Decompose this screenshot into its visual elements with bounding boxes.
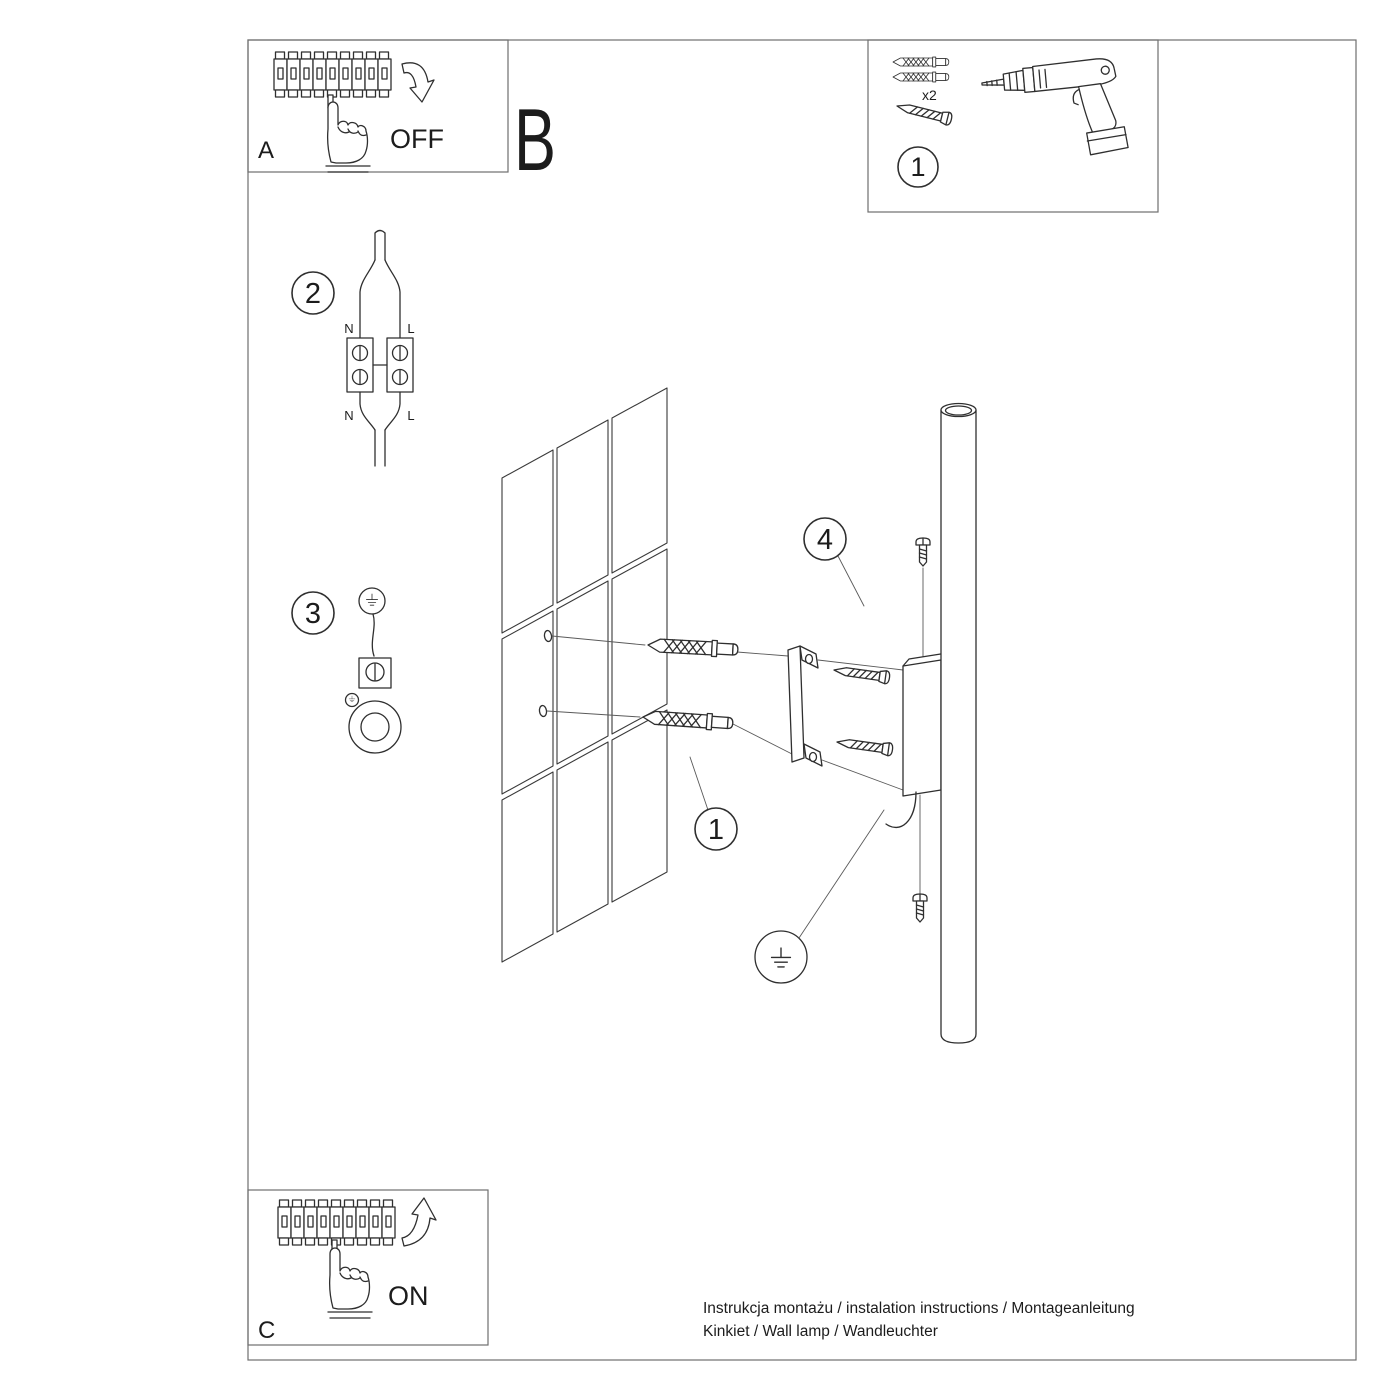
on-label: ON bbox=[388, 1281, 429, 1311]
step3-number: 3 bbox=[305, 598, 321, 630]
section-b-letter: B bbox=[514, 90, 556, 189]
wire-n-top bbox=[359, 259, 376, 339]
breaker-panel-icon bbox=[277, 1199, 396, 1252]
lamp-tube-icon bbox=[940, 402, 977, 1044]
main-mounting-diagram: 4 1 bbox=[501, 387, 977, 1044]
wall-plug-icon bbox=[892, 56, 950, 68]
step-circle bbox=[803, 517, 847, 561]
step-circle bbox=[291, 271, 335, 315]
earth-symbol-icon bbox=[358, 587, 386, 615]
screw-icon bbox=[894, 99, 954, 127]
wall-hole bbox=[538, 704, 548, 718]
leader-line bbox=[689, 756, 709, 811]
step1-number: 1 bbox=[708, 814, 724, 846]
guide-line bbox=[551, 635, 646, 646]
hand-icon bbox=[327, 1247, 373, 1319]
step4-number: 4 bbox=[817, 524, 833, 556]
guide-line bbox=[798, 809, 885, 939]
step3-earthing: 3 bbox=[291, 587, 402, 754]
screw-icon bbox=[832, 662, 892, 685]
cable-top bbox=[374, 229, 386, 261]
guide-line bbox=[732, 723, 793, 755]
hand-icon bbox=[325, 101, 371, 173]
wall-tiles bbox=[501, 387, 668, 963]
screw-icon bbox=[915, 537, 931, 567]
step-circle bbox=[291, 591, 335, 635]
step-circle bbox=[694, 807, 738, 851]
wire-n-bottom bbox=[359, 391, 376, 431]
screw-icon bbox=[912, 893, 928, 923]
terminal-block-icon bbox=[346, 337, 414, 393]
wall-plug-icon bbox=[892, 71, 950, 83]
step-circle bbox=[897, 146, 939, 188]
drill-icon bbox=[981, 58, 1129, 156]
guide-line bbox=[546, 710, 641, 718]
cable-bottom bbox=[374, 429, 386, 467]
arrow-down-icon bbox=[401, 62, 435, 103]
earth-wire bbox=[371, 613, 375, 657]
tools-box: x2 1 bbox=[867, 39, 1159, 213]
panel-a-letter: A bbox=[258, 137, 274, 164]
step2-wiring: 2 N L N L bbox=[291, 229, 415, 467]
guide-line bbox=[821, 759, 904, 791]
wire-label-l-top: L bbox=[407, 321, 414, 336]
wire-l-bottom bbox=[384, 391, 401, 431]
footer-line1: Instrukcja montażu / instalation instruc… bbox=[703, 1300, 1135, 1317]
panel-c: ON C bbox=[247, 1189, 489, 1346]
lamp-earth-wire bbox=[885, 791, 917, 829]
tools-step-number: 1 bbox=[910, 152, 925, 182]
page-frame bbox=[247, 39, 1357, 1361]
screw-icon bbox=[835, 734, 895, 757]
breaker-panel-icon bbox=[273, 51, 392, 109]
wire-label-n-bottom: N bbox=[344, 408, 353, 423]
wire-l-top bbox=[384, 259, 401, 339]
panel-a: OFF A bbox=[247, 39, 509, 173]
footer-line2: Kinkiet / Wall lamp / Wandleuchter bbox=[703, 1323, 938, 1340]
wall-hole bbox=[543, 629, 553, 643]
footer: Instrukcja montażu / instalation instruc… bbox=[703, 1300, 1135, 1340]
wire-label-l-bottom: L bbox=[407, 408, 414, 423]
arrow-up-icon bbox=[401, 1197, 437, 1247]
panel-c-letter: C bbox=[258, 1317, 275, 1344]
off-label: OFF bbox=[390, 124, 444, 154]
leader-line bbox=[837, 555, 865, 607]
earth-clamp-icon bbox=[344, 657, 402, 754]
anchor-qty-label: x2 bbox=[922, 87, 937, 103]
mounting-bracket-icon bbox=[787, 645, 823, 767]
guide-line bbox=[817, 659, 904, 671]
step2-number: 2 bbox=[305, 278, 321, 310]
wire-label-n-top: N bbox=[344, 321, 353, 336]
guide-line bbox=[736, 651, 789, 657]
